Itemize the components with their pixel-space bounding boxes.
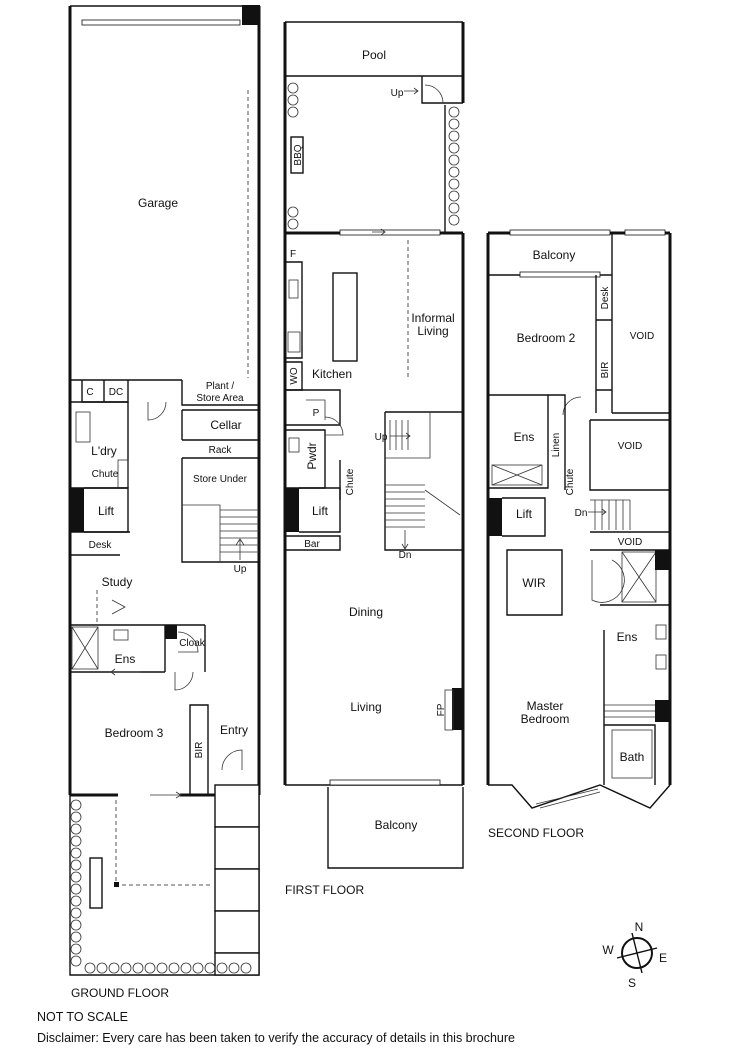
room-pool: Pool: [362, 48, 386, 62]
room-c: C: [86, 387, 93, 398]
room-ensuite-ground: Ens: [115, 652, 136, 666]
label-chute-second: Chute: [565, 468, 576, 495]
label-dn-first: Dn: [399, 550, 412, 561]
room-garage: Garage: [138, 196, 178, 210]
label-wo: WO: [289, 367, 300, 384]
room-cloak: Cloak: [179, 638, 206, 649]
room-kitchen: Kitchen: [312, 367, 352, 381]
room-bedroom-3: Bedroom 3: [105, 726, 164, 740]
ground-floor-plan: [68, 5, 261, 976]
label-up-ground: Up: [234, 564, 247, 575]
label-chute-ground: Chute: [92, 469, 119, 480]
room-lift-second: Lift: [516, 507, 533, 521]
label-f: F: [290, 249, 296, 260]
label-bir-second: BIR: [600, 362, 611, 379]
room-balcony-second: Balcony: [533, 248, 576, 262]
room-lift-first: Lift: [312, 504, 329, 518]
label-up-pool: Up: [391, 88, 404, 99]
room-dc: DC: [109, 387, 123, 398]
label-up-first: Up: [375, 432, 388, 443]
hedge: [70, 799, 252, 974]
label-bbq: BBQ: [293, 144, 304, 165]
room-informal-living: Informal: [411, 311, 454, 325]
room-wir: WIR: [522, 576, 546, 590]
room-living: Living: [350, 700, 381, 714]
compass-e: E: [659, 951, 667, 965]
compass: [616, 932, 658, 974]
disclaimer-note: Disclaimer: Every care has been taken to…: [37, 1031, 515, 1045]
room-informal-living-2: Living: [417, 324, 448, 338]
room-master-bedroom: Master: [527, 699, 564, 713]
room-bath: Bath: [620, 750, 645, 764]
room-powder: Pwdr: [305, 442, 319, 469]
room-dining: Dining: [349, 605, 383, 619]
label-void-b: VOID: [618, 441, 642, 452]
room-plant-store: Plant /: [206, 381, 235, 392]
label-ground-floor: GROUND FLOOR: [71, 986, 169, 1000]
room-bar: Bar: [304, 539, 320, 550]
room-study: Study: [102, 575, 133, 589]
label-linen: Linen: [551, 433, 562, 457]
label-pantry: P: [313, 408, 320, 419]
room-cellar: Cellar: [210, 418, 241, 432]
room-laundry: L'dry: [91, 444, 117, 458]
compass-w: W: [602, 943, 614, 957]
label-void-c: VOID: [618, 537, 642, 548]
label-desk-second: Desk: [600, 286, 611, 310]
room-rack: Rack: [209, 445, 233, 456]
room-master-bedroom-2: Bedroom: [521, 712, 570, 726]
not-to-scale-note: NOT TO SCALE: [37, 1010, 129, 1024]
room-lift-ground: Lift: [98, 504, 115, 518]
label-second-floor: SECOND FLOOR: [488, 826, 584, 840]
room-bir-ground: BIR: [194, 742, 205, 759]
first-floor-plan: [283, 21, 465, 869]
label-fireplace: FP: [436, 703, 447, 716]
compass-s: S: [628, 976, 636, 990]
label-dn-second: Dn: [575, 508, 588, 519]
label-void-a: VOID: [630, 331, 654, 342]
compass-n: N: [635, 920, 644, 934]
room-balcony-first: Balcony: [375, 818, 418, 832]
label-chute-first: Chute: [345, 468, 356, 495]
room-plant-store-2: Store Area: [196, 393, 244, 404]
room-bedroom-2: Bedroom 2: [517, 331, 576, 345]
room-entry: Entry: [220, 723, 248, 737]
room-store-under: Store Under: [193, 474, 248, 485]
room-desk-ground: Desk: [89, 540, 113, 551]
second-floor-plan: [486, 229, 672, 809]
label-first-floor: FIRST FLOOR: [285, 883, 364, 897]
room-ensuite-second-b: Ens: [617, 630, 638, 644]
room-ensuite-second-a: Ens: [514, 430, 535, 444]
